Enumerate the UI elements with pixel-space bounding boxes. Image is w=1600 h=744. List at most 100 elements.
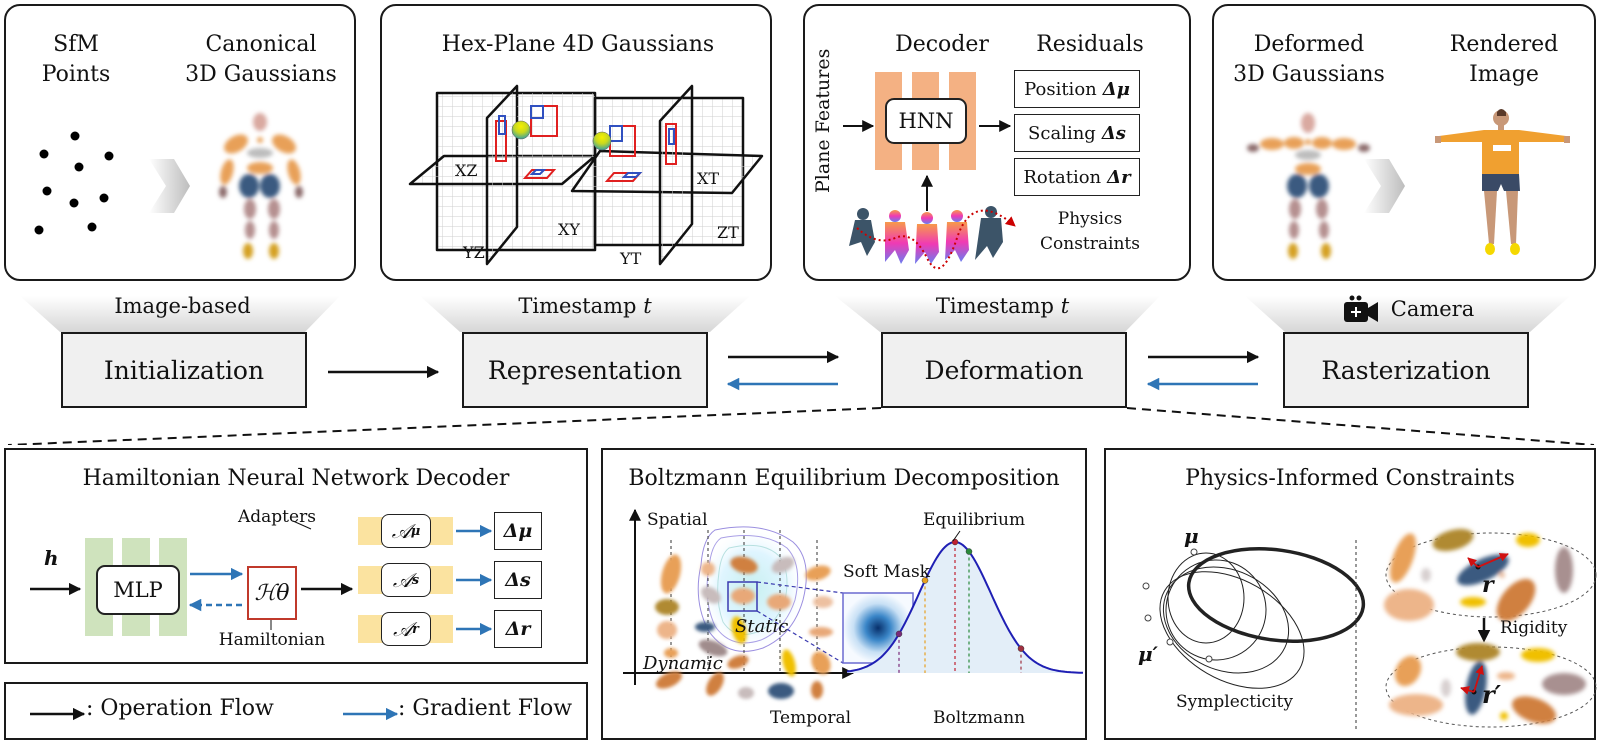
- soft-mask-label: Soft Mask: [843, 562, 930, 582]
- legend-operation-arrow: [30, 707, 86, 721]
- spatial-axis-label: Spatial: [647, 510, 708, 530]
- gaussian-blobs: [655, 554, 833, 699]
- boltzmann-curve: [846, 540, 1084, 674]
- pipeline-arrows: [7, 350, 1595, 445]
- marker-tail-right: [1017, 645, 1025, 652]
- panel-initialization: SfM Points Canonical 3D Gaussians: [4, 4, 356, 281]
- marker-equilibrium: [951, 538, 959, 546]
- zoom-dash-left: [7, 407, 882, 445]
- boltzmann-title: Boltzmann Equilibrium Decomposition: [628, 466, 1060, 491]
- rendered-person: [1435, 109, 1570, 255]
- marker-tail-left: [895, 630, 903, 638]
- stage-rasterization: Rasterization: [1283, 332, 1529, 408]
- physics-constraints-title: Physics-Informed Constraints: [1185, 466, 1515, 491]
- r-label: r: [1482, 572, 1494, 598]
- trapezoid-deformation: [835, 296, 1160, 332]
- physics-constraints-graphic: [1142, 528, 1597, 730]
- mu-prime-label: μ′: [1138, 642, 1158, 666]
- symplecticity-label: Symplecticity: [1176, 692, 1293, 712]
- arrow-chevron: [1364, 159, 1405, 213]
- plane-label-xt: XT: [697, 169, 719, 188]
- rendered-label-line2: Image: [1469, 62, 1539, 87]
- output-delta-r: Δr: [494, 610, 542, 648]
- legend-box: : Operation Flow : Gradient Flow: [4, 682, 588, 740]
- canonical-label-line2: 3D Gaussians: [185, 62, 337, 87]
- residuals-label: Residuals: [1036, 32, 1144, 57]
- sfm-label-line2: Points: [41, 62, 111, 87]
- r-prime-label: r′: [1482, 680, 1501, 709]
- legend-gradient-label: : Gradient Flow: [398, 696, 573, 721]
- sfm-points-graphic: [34, 113, 303, 259]
- boltzmann-curve-fill: [847, 542, 1083, 673]
- hamiltonian-box: ℋθ: [247, 566, 297, 620]
- deformed-gaussians-graphic: [1247, 109, 1570, 259]
- rendered-label-line1: Rendered: [1449, 32, 1559, 57]
- hamiltonian-symbol: ℋθ: [254, 580, 290, 606]
- trapezoid-rasterization: [1245, 296, 1570, 332]
- panel-deformation: Plane Features Decoder Residuals HNN Pos…: [803, 4, 1191, 281]
- sfm-label-line1: SfM: [53, 32, 99, 57]
- zoom-region-box: [727, 581, 758, 612]
- hexplane-graphic: XZ XY YZ XT ZT YT: [408, 84, 764, 268]
- trapezoid-initialization: [20, 296, 340, 332]
- plane-label-xy: XY: [558, 220, 580, 239]
- equilibrium-label: Equilibrium: [923, 510, 1026, 530]
- hnn-decoder-title: Hamiltonian Neural Network Decoder: [82, 466, 510, 491]
- hamiltonian-label: Hamiltonian: [218, 630, 326, 650]
- panel-hnn-decoder: Hamiltonian Neural Network Decoder h MLP…: [4, 448, 588, 664]
- pipeline-trapezoids: [20, 296, 1570, 332]
- boltzmann-curve-group: [846, 538, 1084, 674]
- plane-label-yz: YZ: [462, 243, 485, 262]
- boltzmann-curve-label: Boltzmann: [933, 708, 1026, 728]
- stage-input-deformation: Timestamp t: [935, 294, 1070, 318]
- rigidity-label: Rigidity: [1500, 618, 1568, 638]
- hexplane-right-group: [570, 84, 764, 266]
- boltzmann-graphic: [623, 508, 1084, 699]
- marker-green: [965, 548, 973, 555]
- canonical-label-line1: Canonical: [205, 32, 317, 57]
- dynamic-label: Dynamic: [643, 653, 723, 674]
- deformed-label-line1: Deformed: [1253, 32, 1365, 57]
- marker-orange: [921, 577, 929, 584]
- motion-silhouettes: [849, 206, 1016, 270]
- deformed-label-line2: 3D Gaussians: [1233, 62, 1385, 87]
- physics-constraints-line1: Physics: [1057, 209, 1123, 229]
- zoom-dash-right: [1126, 407, 1595, 445]
- hexplane-title: Hex-Plane 4D Gaussians: [441, 32, 715, 57]
- stage-representation: Representation: [462, 332, 708, 408]
- plane-label-yt: YT: [619, 249, 642, 268]
- mu-label: μ: [1184, 524, 1199, 548]
- camera-icon: [1343, 295, 1378, 322]
- hnn-label: HNN: [898, 109, 954, 133]
- decoder-label: Decoder: [895, 32, 989, 57]
- panel-representation: Hex-Plane 4D Gaussians: [380, 4, 772, 281]
- h-input-label: h: [44, 546, 59, 570]
- stage-input-initialization: Image-based: [114, 294, 251, 318]
- plane-label-zt: ZT: [717, 223, 739, 242]
- physics-constraints-line2: Constraints: [1040, 234, 1140, 254]
- legend-gradient-arrow: [343, 707, 399, 721]
- legend-operation-label: : Operation Flow: [86, 696, 274, 721]
- mlp-label: MLP: [113, 578, 163, 602]
- symplecticity-orbits: [1159, 547, 1366, 689]
- temporal-axis-label: Temporal: [770, 708, 852, 728]
- stage-deformation: Deformation: [881, 332, 1127, 408]
- static-region-contours: [697, 526, 807, 652]
- output-delta-s: Δs: [494, 561, 542, 599]
- stage-input-representation: Timestamp t: [518, 294, 652, 318]
- panel-physics-constraints: Physics-Informed Constraints: [1104, 448, 1597, 740]
- static-label: Static: [735, 616, 789, 637]
- hnn-box: HNN: [885, 98, 967, 144]
- mlp-box: MLP: [96, 565, 180, 615]
- output-delta-mu: Δμ: [494, 512, 542, 550]
- plane-label-xz: XZ: [455, 161, 478, 180]
- stage-input-rasterization: Camera: [1285, 294, 1530, 324]
- panel-rasterization: Deformed 3D Gaussians Rendered Image: [1212, 4, 1596, 281]
- stage-initialization: Initialization: [61, 332, 307, 408]
- adapters-label: Adapters: [238, 507, 316, 527]
